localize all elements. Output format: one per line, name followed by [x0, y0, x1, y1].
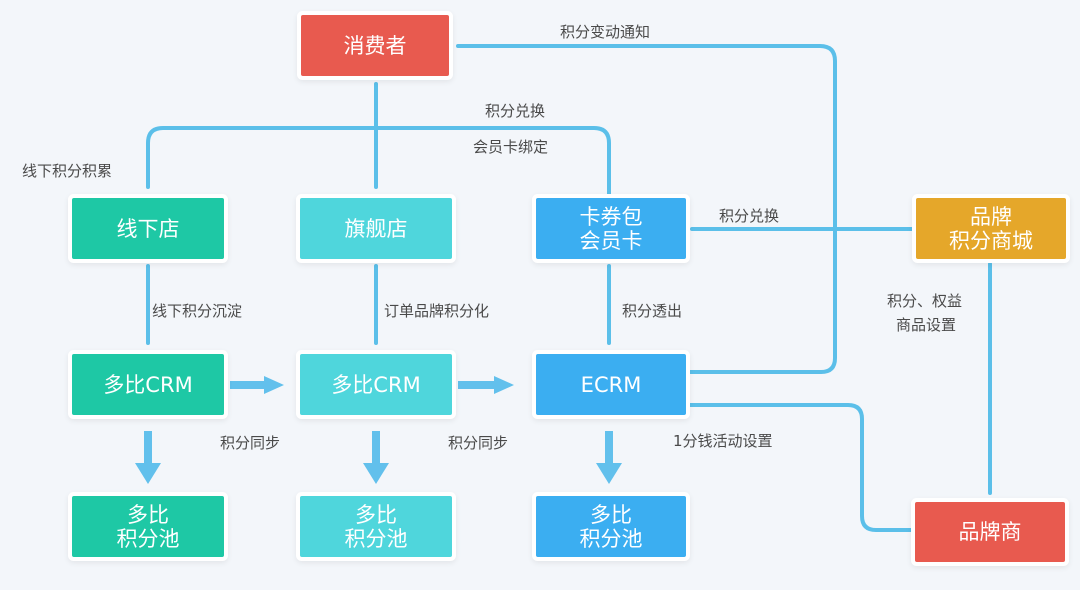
node-crm-flagship-label: 多比CRM — [331, 372, 421, 397]
node-offline-store-label: 线下店 — [116, 216, 180, 241]
connector-ecrm-owner — [688, 403, 913, 532]
node-pool-offline: 多比 积分池 — [72, 496, 224, 557]
node-crm-offline: 多比CRM — [72, 354, 224, 415]
arrow-shaft-1 — [230, 381, 266, 389]
label-rights-goods-setting-1: 积分、权益 — [887, 292, 963, 310]
arrow-down-head-3 — [596, 463, 622, 484]
node-pool-ecrm: 多比 积分池 — [536, 496, 686, 557]
arrow-down-head-2 — [363, 463, 389, 484]
label-points-redeem-right: 积分兑换 — [719, 207, 780, 225]
node-brand-mall-line1: 品牌 — [970, 204, 1012, 229]
arrow-down-shaft-1 — [144, 431, 152, 465]
arrow-shaft-2 — [458, 381, 496, 389]
node-ecrm-label: ECRM — [580, 372, 642, 397]
label-points-passthrough: 积分透出 — [622, 302, 683, 320]
arrow-head-2 — [494, 376, 514, 394]
node-offline-store: 线下店 — [72, 198, 224, 259]
connector-points-notice — [456, 44, 837, 374]
node-pool-flagship: 多比 积分池 — [300, 496, 452, 557]
arrow-head-1 — [264, 376, 284, 394]
connector-store-bar — [146, 126, 611, 197]
label-points-change-notice: 积分变动通知 — [560, 23, 651, 41]
node-brand-owner: 品牌商 — [915, 502, 1065, 562]
label-rights-goods-setting-2: 商品设置 — [896, 316, 957, 334]
label-points-sync-1: 积分同步 — [220, 434, 281, 452]
node-pool-flagship-line2: 积分池 — [344, 526, 408, 551]
arrow-down-head-1 — [135, 463, 161, 484]
label-points-redeem-top: 积分兑换 — [485, 102, 546, 120]
node-pool-offline-line2: 积分池 — [116, 526, 180, 551]
node-consumer: 消费者 — [301, 15, 449, 76]
node-pool-ecrm-line2: 积分池 — [579, 526, 643, 551]
node-flagship-store-label: 旗舰店 — [344, 216, 408, 241]
label-points-sync-2: 积分同步 — [448, 434, 509, 452]
node-flagship-store: 旗舰店 — [300, 198, 452, 259]
arrows-to-pools — [135, 431, 622, 484]
node-brand-owner-label: 品牌商 — [958, 520, 1022, 544]
node-consumer-label: 消费者 — [343, 33, 407, 58]
label-order-brand-points: 订单品牌积分化 — [384, 302, 490, 320]
node-brand-mall: 品牌 积分商城 — [916, 198, 1066, 259]
arrows-crm-sync — [230, 376, 514, 394]
node-card-wallet-line1: 卡券包 — [579, 204, 643, 229]
node-pool-offline-line1: 多比 — [127, 502, 169, 527]
node-crm-offline-label: 多比CRM — [103, 372, 193, 397]
node-brand-mall-line2: 积分商城 — [949, 228, 1033, 253]
node-pool-flagship-line1: 多比 — [355, 502, 397, 527]
node-ecrm: ECRM — [536, 354, 686, 415]
node-crm-flagship: 多比CRM — [300, 354, 452, 415]
label-offline-points-accumulate: 线下积分积累 — [22, 162, 113, 180]
arrow-down-shaft-2 — [372, 431, 380, 465]
label-one-cent-activity: 1分钱活动设置 — [673, 432, 773, 450]
node-card-wallet: 卡券包 会员卡 — [536, 198, 686, 259]
label-member-card-binding: 会员卡绑定 — [473, 138, 549, 156]
label-offline-points-settle: 线下积分沉淀 — [152, 302, 243, 320]
node-card-wallet-line2: 会员卡 — [579, 228, 643, 253]
node-pool-ecrm-line1: 多比 — [590, 502, 632, 527]
arrow-down-shaft-3 — [605, 431, 613, 465]
